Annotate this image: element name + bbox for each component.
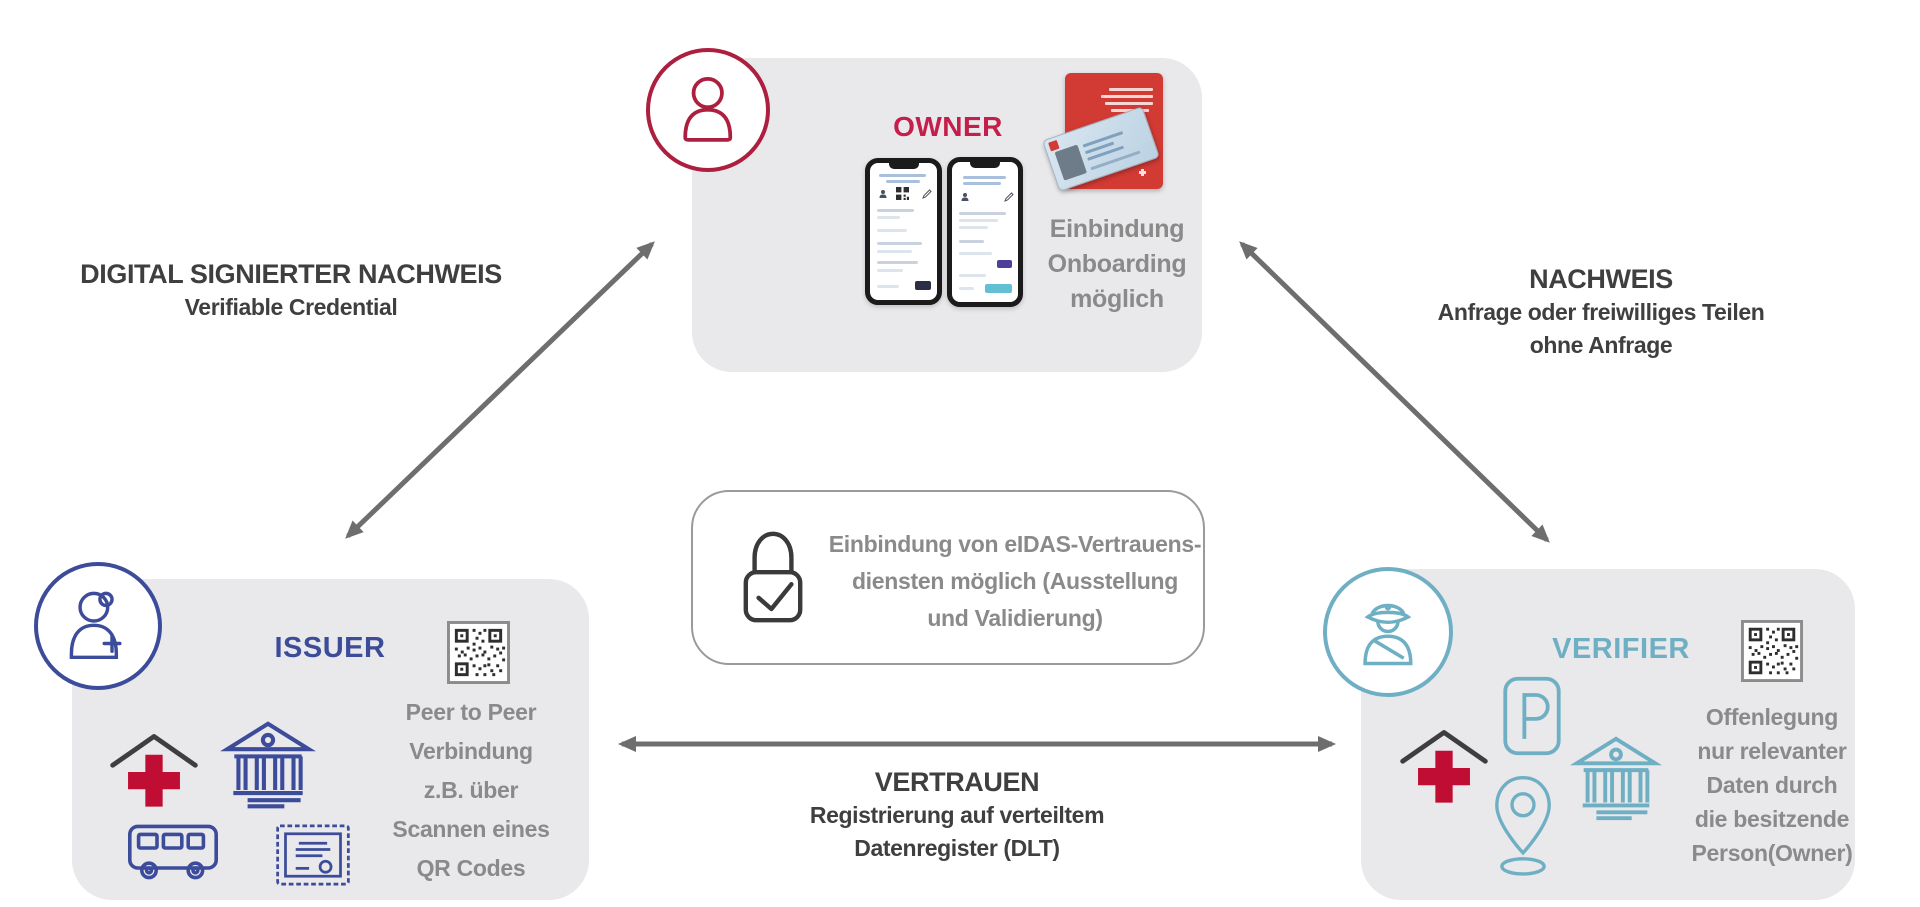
phone-screen-line xyxy=(958,240,984,243)
phone-screen-line xyxy=(962,176,1007,179)
phone-screen-line xyxy=(886,180,920,183)
person-icon xyxy=(666,68,750,152)
parking-icon xyxy=(1499,674,1565,758)
edge-subtitle: Verifiable Credential xyxy=(184,294,398,320)
person-plus-icon xyxy=(55,583,141,669)
health-facility-icon xyxy=(1394,718,1494,818)
edge-line: Datenregister (DLT) xyxy=(854,835,1060,861)
edge-line: Registrierung auf verteiltem xyxy=(809,802,1105,828)
phone-qr-icon xyxy=(896,187,909,200)
phone-screen-line xyxy=(958,287,975,290)
issuer-note-line: QR Codes xyxy=(416,855,526,881)
verifier-note: Offenlegung nur relevanter Daten durch d… xyxy=(1672,700,1872,870)
phone-dark-button xyxy=(915,281,931,290)
owner-note: Einbindung Onboarding möglich xyxy=(1032,212,1202,317)
phone-screen-line xyxy=(876,250,912,253)
phone-screen-line xyxy=(958,212,1007,215)
phone-screen-line xyxy=(958,226,988,229)
issuer-note-line: Peer to Peer xyxy=(405,699,537,725)
owner-label: OWNER xyxy=(893,111,1003,142)
smartphone-mockup-2 xyxy=(947,157,1023,307)
issuer-qr-code xyxy=(447,621,510,684)
owner-avatar xyxy=(646,48,770,172)
health-facility-icon xyxy=(104,722,204,822)
id-photo xyxy=(1054,144,1088,181)
verifier-note-line: Person(Owner) xyxy=(1691,840,1853,866)
phone-purple-button xyxy=(997,260,1012,268)
bank-icon xyxy=(217,711,319,816)
issuer-label: ISSUER xyxy=(274,632,386,664)
phone-screen-line xyxy=(879,174,927,177)
lock-check-icon xyxy=(729,513,817,641)
swiss-cross-icon xyxy=(1048,139,1060,152)
verifier-label: VERIFIER xyxy=(1552,633,1690,665)
passport-text-line xyxy=(1101,95,1153,98)
phone-notch xyxy=(888,162,919,169)
verifier-note-line: die besitzende xyxy=(1694,806,1850,832)
eidas-note-line: und Validierung) xyxy=(927,605,1103,631)
phone-screen-line xyxy=(958,274,987,277)
owner-note-line: Onboarding xyxy=(1047,250,1187,278)
eidas-note-line: diensten möglich (Ausstellung xyxy=(851,568,1179,594)
phone-pen-icon xyxy=(1004,192,1014,202)
issuer-note-line: Verbindung xyxy=(409,738,533,764)
phone-pen-icon xyxy=(922,189,932,199)
edge-title: DIGITAL SIGNIERTER NACHWEIS xyxy=(80,259,502,289)
smartphone-mockup-1 xyxy=(865,158,942,305)
edge-line: Anfrage oder freiwilliges Teilen xyxy=(1437,299,1765,325)
swiss-cross-icon xyxy=(1138,168,1147,177)
edge-label-vertrauen: VERTRAUEN Registrierung auf verteiltem D… xyxy=(757,766,1157,865)
phone-notch xyxy=(970,161,1000,168)
issuer-note: Peer to Peer Verbindung z.B. über Scanne… xyxy=(371,693,571,888)
passport-text-line xyxy=(1105,102,1153,105)
verifier-note-line: Daten durch xyxy=(1706,772,1838,798)
phone-screen-line xyxy=(876,261,919,264)
eidas-note-line: Einbindung von eIDAS-Vertrauens- xyxy=(828,531,1202,557)
edge-label-credential: DIGITAL SIGNIERTER NACHWEIS Verifiable C… xyxy=(61,258,521,324)
phone-screen-line xyxy=(876,285,900,288)
phone-person-icon xyxy=(961,193,969,201)
issuer-avatar xyxy=(34,562,162,690)
passport-text-line xyxy=(1109,88,1153,91)
phone-screen-line xyxy=(958,252,992,255)
owner-note-line: möglich xyxy=(1070,285,1164,313)
certificate-icon xyxy=(272,822,354,888)
police-officer-icon xyxy=(1344,588,1432,676)
verifier-qr-code xyxy=(1741,620,1803,682)
bank-icon xyxy=(1566,728,1666,826)
phone-person-icon xyxy=(879,190,887,198)
phone-screen-line xyxy=(876,209,914,212)
verifier-avatar xyxy=(1323,567,1453,697)
edge-title: VERTRAUEN xyxy=(874,767,1040,797)
edge-line: ohne Anfrage xyxy=(1529,332,1673,358)
phone-screen-line xyxy=(958,219,999,222)
bus-icon xyxy=(124,820,222,884)
issuer-note-line: z.B. über xyxy=(423,777,519,803)
eidas-note: Einbindung von eIDAS-Vertrauens- dienste… xyxy=(827,526,1203,637)
phone-screen-line xyxy=(876,242,923,245)
verifier-note-line: nur relevanter xyxy=(1697,738,1847,764)
edge-title: NACHWEIS xyxy=(1529,264,1673,294)
phone-teal-button xyxy=(985,284,1012,293)
owner-note-line: Einbindung xyxy=(1049,215,1185,243)
phone-screen-line xyxy=(876,269,904,272)
issuer-note-line: Scannen eines xyxy=(392,816,550,842)
phone-screen-line xyxy=(876,229,907,232)
location-pin-icon xyxy=(1485,764,1561,886)
verifier-note-line: Offenlegung xyxy=(1705,704,1839,730)
phone-screen-line xyxy=(876,216,901,219)
phone-screen-line xyxy=(962,182,1001,185)
edge-label-nachweis: NACHWEIS Anfrage oder freiwilliges Teile… xyxy=(1371,263,1831,362)
eidas-note-box: Einbindung von eIDAS-Vertrauens- dienste… xyxy=(691,490,1205,665)
